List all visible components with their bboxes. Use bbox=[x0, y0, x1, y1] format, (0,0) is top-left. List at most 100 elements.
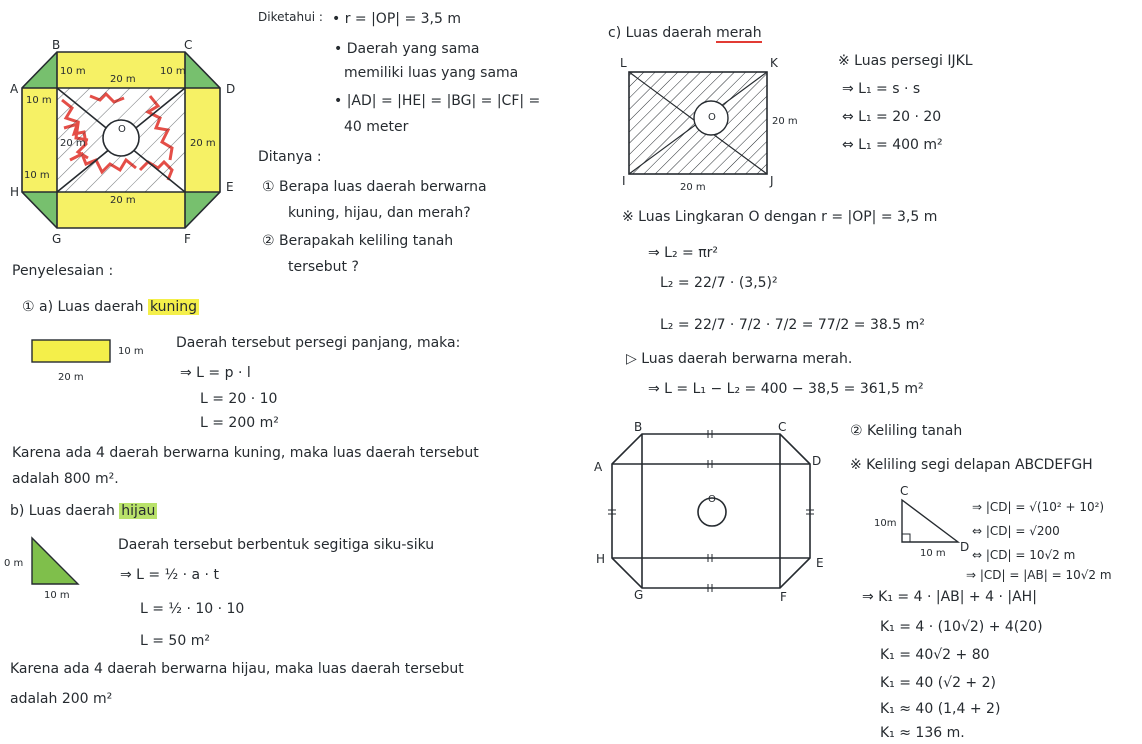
merah-result-title: ▷ Luas daerah berwarna merah. bbox=[626, 351, 853, 367]
cd-triangle bbox=[901, 498, 961, 543]
fig2-label-H: H bbox=[596, 552, 606, 566]
hijau-side-h: 0 m bbox=[4, 558, 24, 569]
cd-formula-4: ⇒ |CD| = |AB| = 10√2 m bbox=[966, 568, 1112, 582]
merah-result: ⇒ L = L₁ − L₂ = 400 − 38,5 = 361,5 m² bbox=[648, 381, 924, 397]
fig1-label-20-bottom: 20 m bbox=[110, 195, 136, 206]
fig2-label-F: F bbox=[780, 590, 787, 604]
k-formula-4: K₁ = 40 (√2 + 2) bbox=[880, 675, 996, 691]
yellow-rect-small bbox=[31, 339, 111, 363]
k-formula-1: ⇒ K₁ = 4 · |AB| + 4 · |AH| bbox=[862, 589, 1037, 605]
fig2-label-E: E bbox=[816, 556, 824, 570]
diketahui-daerah-1: • Daerah yang sama bbox=[334, 41, 480, 57]
fig1-label-10-h: 10 m bbox=[24, 170, 50, 181]
kuning-formula-2: L = 20 · 10 bbox=[200, 391, 278, 407]
lingkaran-formula-1: ⇒ L₂ = πr² bbox=[648, 245, 719, 261]
penyelesaian-label: Penyelesaian : bbox=[12, 263, 114, 279]
ditanya-q2-b: tersebut ? bbox=[288, 259, 359, 275]
octagon-figure-colored bbox=[21, 51, 221, 229]
lingkaran-formula-2: L₂ = 22/7 · (3,5)² bbox=[660, 275, 778, 291]
diketahui-label: Diketahui : bbox=[258, 10, 323, 24]
fig1-label-G: G bbox=[52, 232, 62, 246]
fig2-label-G: G bbox=[634, 588, 644, 602]
ijkl-label-I: I bbox=[622, 174, 626, 188]
kuning-formula-3: L = 200 m² bbox=[200, 415, 279, 431]
ditanya-q1-b: kuning, hijau, dan merah? bbox=[288, 205, 471, 221]
hijau-heading: b) Luas daerah hijau bbox=[10, 502, 158, 520]
diketahui-daerah-2: memiliki luas yang sama bbox=[344, 65, 519, 81]
fig1-label-20-left: 20 m bbox=[60, 138, 86, 149]
k-formula-3: K₁ = 40√2 + 80 bbox=[880, 647, 990, 663]
fig1-label-20-right: 20 m bbox=[190, 138, 216, 149]
hijau-desc: Daerah tersebut berbentuk segitiga siku-… bbox=[118, 537, 435, 553]
hijau-conclusion-1: Karena ada 4 daerah berwarna hijau, maka… bbox=[10, 661, 464, 677]
ijkl-side-right: 20 m bbox=[772, 116, 798, 127]
diketahui-r: • r = |OP| = 3,5 m bbox=[332, 11, 461, 27]
ijkl-label-L: L bbox=[620, 56, 627, 70]
merah-heading-prefix: c) Luas daerah bbox=[608, 25, 712, 41]
yellow-rect-top bbox=[57, 52, 185, 88]
kuning-heading-word: kuning bbox=[147, 299, 200, 315]
hijau-formula-3: L = 50 m² bbox=[140, 633, 210, 649]
k-formula-2: K₁ = 4 · (10√2) + 4(20) bbox=[880, 619, 1043, 635]
hijau-heading-prefix: b) Luas daerah bbox=[10, 503, 115, 519]
fig1-label-E: E bbox=[226, 180, 234, 194]
hijau-side-w: 10 m bbox=[44, 590, 70, 601]
yellow-rect-bottom bbox=[57, 192, 185, 228]
hijau-heading-word: hijau bbox=[119, 503, 158, 519]
keliling-title: ② Keliling tanah bbox=[850, 423, 963, 439]
fig2-label-B: B bbox=[634, 420, 643, 434]
fig1-label-D: D bbox=[226, 82, 236, 96]
kuning-side-h: 10 m bbox=[118, 346, 144, 357]
persegi-formula-1: ⇒ L₁ = s · s bbox=[842, 81, 921, 97]
keliling-subtitle: ※ Keliling segi delapan ABCDEFGH bbox=[850, 457, 1093, 473]
kuning-desc: Daerah tersebut persegi panjang, maka: bbox=[176, 335, 461, 351]
cd-formula-2: ⇔ |CD| = √200 bbox=[972, 524, 1060, 538]
fig1-label-C: C bbox=[184, 38, 193, 52]
tri-label-h: 10m bbox=[874, 518, 897, 529]
hijau-formula-1: ⇒ L = ½ · a · t bbox=[120, 567, 219, 583]
ijkl-label-K: K bbox=[770, 56, 778, 70]
fig1-label-H: H bbox=[10, 185, 20, 199]
octagon-figure-outline bbox=[608, 430, 814, 592]
kuning-heading: ① a) Luas daerah kuning bbox=[22, 298, 200, 316]
fig1-label-A: A bbox=[10, 82, 19, 96]
ditanya-q2-a: ② Berapakah keliling tanah bbox=[262, 233, 454, 249]
fig1-label-10-top-right: 10 m bbox=[160, 66, 186, 77]
kuning-conclusion-2: adalah 800 m². bbox=[12, 471, 119, 487]
fig1-label-O: O bbox=[118, 124, 126, 135]
cd-formula-3: ⇔ |CD| = 10√2 m bbox=[972, 548, 1076, 562]
fig2-label-D: D bbox=[812, 454, 822, 468]
kuning-formula-1: ⇒ L = p · l bbox=[180, 365, 251, 381]
ditanya-q1-a: ① Berapa luas daerah berwarna bbox=[262, 179, 487, 195]
ditanya-label: Ditanya : bbox=[258, 149, 322, 165]
fig2-label-O: O bbox=[708, 494, 716, 505]
ijkl-side-bottom: 20 m bbox=[680, 182, 706, 193]
lingkaran-formula-3: L₂ = 22/7 · 7/2 · 7/2 = 77/2 = 38.5 m² bbox=[660, 317, 925, 333]
center-circle bbox=[102, 119, 140, 157]
kuning-heading-prefix: ① a) Luas daerah bbox=[22, 299, 144, 315]
ijkl-label-O: O bbox=[708, 112, 716, 123]
fig2-label-A: A bbox=[594, 460, 603, 474]
fig1-label-10-top-left: 10 m bbox=[60, 66, 86, 77]
persegi-formula-2: ⇔ L₁ = 20 · 20 bbox=[842, 109, 942, 125]
square-ijkl-figure bbox=[628, 71, 768, 175]
k-formula-5: K₁ ≈ 40 (1,4 + 2) bbox=[880, 701, 1001, 717]
cd-formula-1: ⇒ |CD| = √(10² + 10²) bbox=[972, 500, 1105, 514]
ijkl-label-J: J bbox=[770, 174, 774, 188]
lingkaran-title: ※ Luas Lingkaran O dengan r = |OP| = 3,5… bbox=[622, 209, 938, 225]
diketahui-sides-1: • |AD| = |HE| = |BG| = |CF| = bbox=[334, 93, 541, 109]
persegi-formula-3: ⇔ L₁ = 400 m² bbox=[842, 137, 943, 153]
kuning-side-w: 20 m bbox=[58, 372, 84, 383]
fig1-label-20-top: 20 m bbox=[110, 74, 136, 85]
fig1-label-10-left: 10 m bbox=[26, 95, 52, 106]
yellow-rect-right bbox=[185, 88, 220, 192]
tri-label-D: D bbox=[960, 540, 970, 554]
hijau-conclusion-2: adalah 200 m² bbox=[10, 691, 113, 707]
tri-label-C: C bbox=[900, 484, 909, 498]
fig1-label-F: F bbox=[184, 232, 191, 246]
tri-label-w: 10 m bbox=[920, 548, 946, 559]
merah-heading-word: merah bbox=[716, 25, 762, 43]
merah-heading: c) Luas daerah merah bbox=[608, 24, 762, 43]
kuning-conclusion-1: Karena ada 4 daerah berwarna kuning, mak… bbox=[12, 445, 479, 461]
yellow-rect-left bbox=[22, 88, 57, 192]
